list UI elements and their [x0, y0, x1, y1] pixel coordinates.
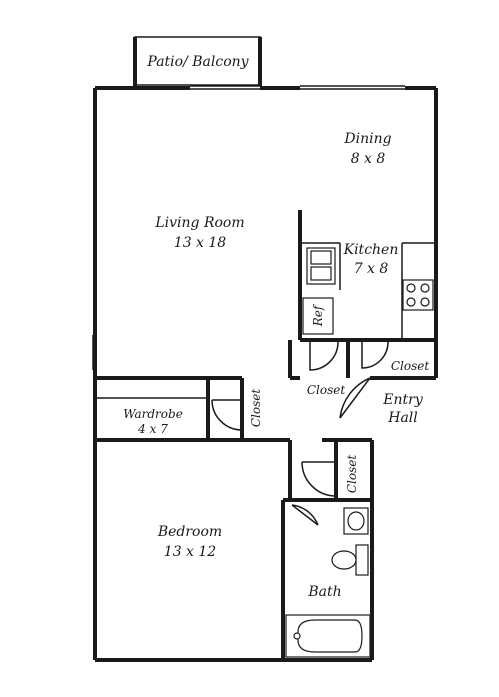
hall-closet-label: Closet [307, 383, 346, 397]
wardrobe-size: 4 x 7 [137, 422, 168, 436]
kitchen-closet-label: Closet [391, 359, 430, 373]
dining-size: 8 x 8 [351, 151, 386, 167]
bedroom-size: 13 x 12 [164, 544, 217, 560]
wardrobe-label: Wardrobe [123, 407, 183, 421]
stove [402, 279, 434, 311]
bedroom-walls [95, 376, 372, 660]
bath-closet-label: Closet [345, 455, 359, 494]
dining-label: Dining [343, 131, 391, 147]
exterior-walls [92, 85, 438, 662]
living-room-size: 13 x 18 [174, 235, 227, 251]
living-room-label: Living Room [154, 215, 244, 231]
patio-balcony [133, 36, 262, 86]
bath-fixtures [285, 507, 371, 658]
patio-label: Patio/ Balcony [146, 54, 249, 70]
refrigerator [302, 297, 334, 335]
kitchen-walls [288, 210, 436, 380]
wardrobe-closet-label: Closet [249, 389, 263, 428]
kitchen-label: Kitchen [343, 242, 399, 258]
fridge-label: Ref [311, 303, 325, 327]
entry-door [339, 377, 371, 419]
closet-doors [309, 341, 389, 371]
kitchen-size: 7 x 8 [354, 261, 389, 277]
hall-label: Hall [387, 410, 418, 426]
bath-label: Bath [307, 584, 341, 600]
entry-label: Entry [382, 392, 424, 408]
bedroom-label: Bedroom [157, 524, 222, 540]
kitchen-sink [306, 247, 336, 285]
